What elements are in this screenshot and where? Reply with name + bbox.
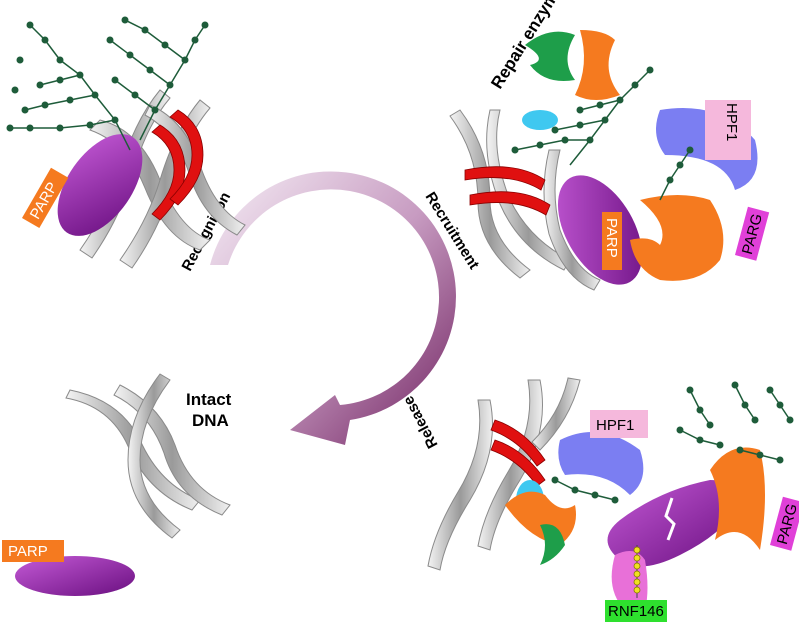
par-fragments-release: [551, 381, 794, 504]
parp-tag-recruitment-text: PARP: [603, 218, 620, 258]
rnf146-tag-release-text: RNF146: [608, 603, 664, 620]
release-label: Release: [400, 393, 442, 451]
repair-enzyme-orange-top: [575, 30, 620, 100]
parp-body-intact: [15, 556, 135, 596]
hpf1-body-release: [558, 432, 644, 495]
par-chains-recruitment: [511, 66, 694, 201]
repair-enzyme-orange-release: [505, 491, 576, 545]
hpf1-tag-release: HPF1: [590, 410, 648, 438]
repair-enzyme-cyan-top: [522, 110, 558, 130]
hpf1-tag-recruitment: HPF1: [705, 100, 751, 160]
parg-tag-recruitment: PARG: [735, 206, 770, 261]
rnf146-tag-release: RNF146: [605, 600, 667, 622]
hpf1-tag-release-text: HPF1: [596, 417, 634, 434]
intact-dna-complex: PARP: [2, 373, 231, 596]
parp-crack-release: [664, 497, 676, 541]
parp-body-recognition: [57, 134, 143, 236]
repair-enzyme-green-top: [525, 31, 575, 82]
par-chains-recognition: [6, 16, 209, 151]
dna-damage-recruitment: [464, 166, 551, 216]
repair-enzyme-green-release: [540, 524, 565, 565]
parg-tag-release-text: PARG: [774, 502, 799, 546]
release-complex: HPF1 PARG RNF146: [427, 377, 799, 622]
recruitment-complex: PARP HPF1 PARG: [449, 30, 770, 291]
ub-linker-release: [633, 545, 641, 598]
recognition-complex: PARP: [6, 16, 246, 269]
intact-dna-label-line1: Intact: [186, 390, 232, 409]
dna-helix-release: [427, 377, 581, 571]
intact-dna-label-line2: DNA: [192, 411, 229, 430]
dna-damage-recognition: [151, 109, 204, 221]
parp-tag-intact: PARP: [2, 540, 64, 562]
hpf1-tag-recruitment-text: HPF1: [723, 103, 740, 141]
dna-damage-release: [490, 419, 546, 487]
parp-tag-recruitment: PARP: [602, 212, 622, 270]
parg-body-recruitment: [630, 195, 724, 281]
parp-tag-intact-text: PARP: [8, 543, 48, 560]
dna-helix-intact: [65, 373, 231, 539]
parg-body-release: [710, 447, 765, 550]
parg-tag-release: PARG: [770, 496, 799, 551]
